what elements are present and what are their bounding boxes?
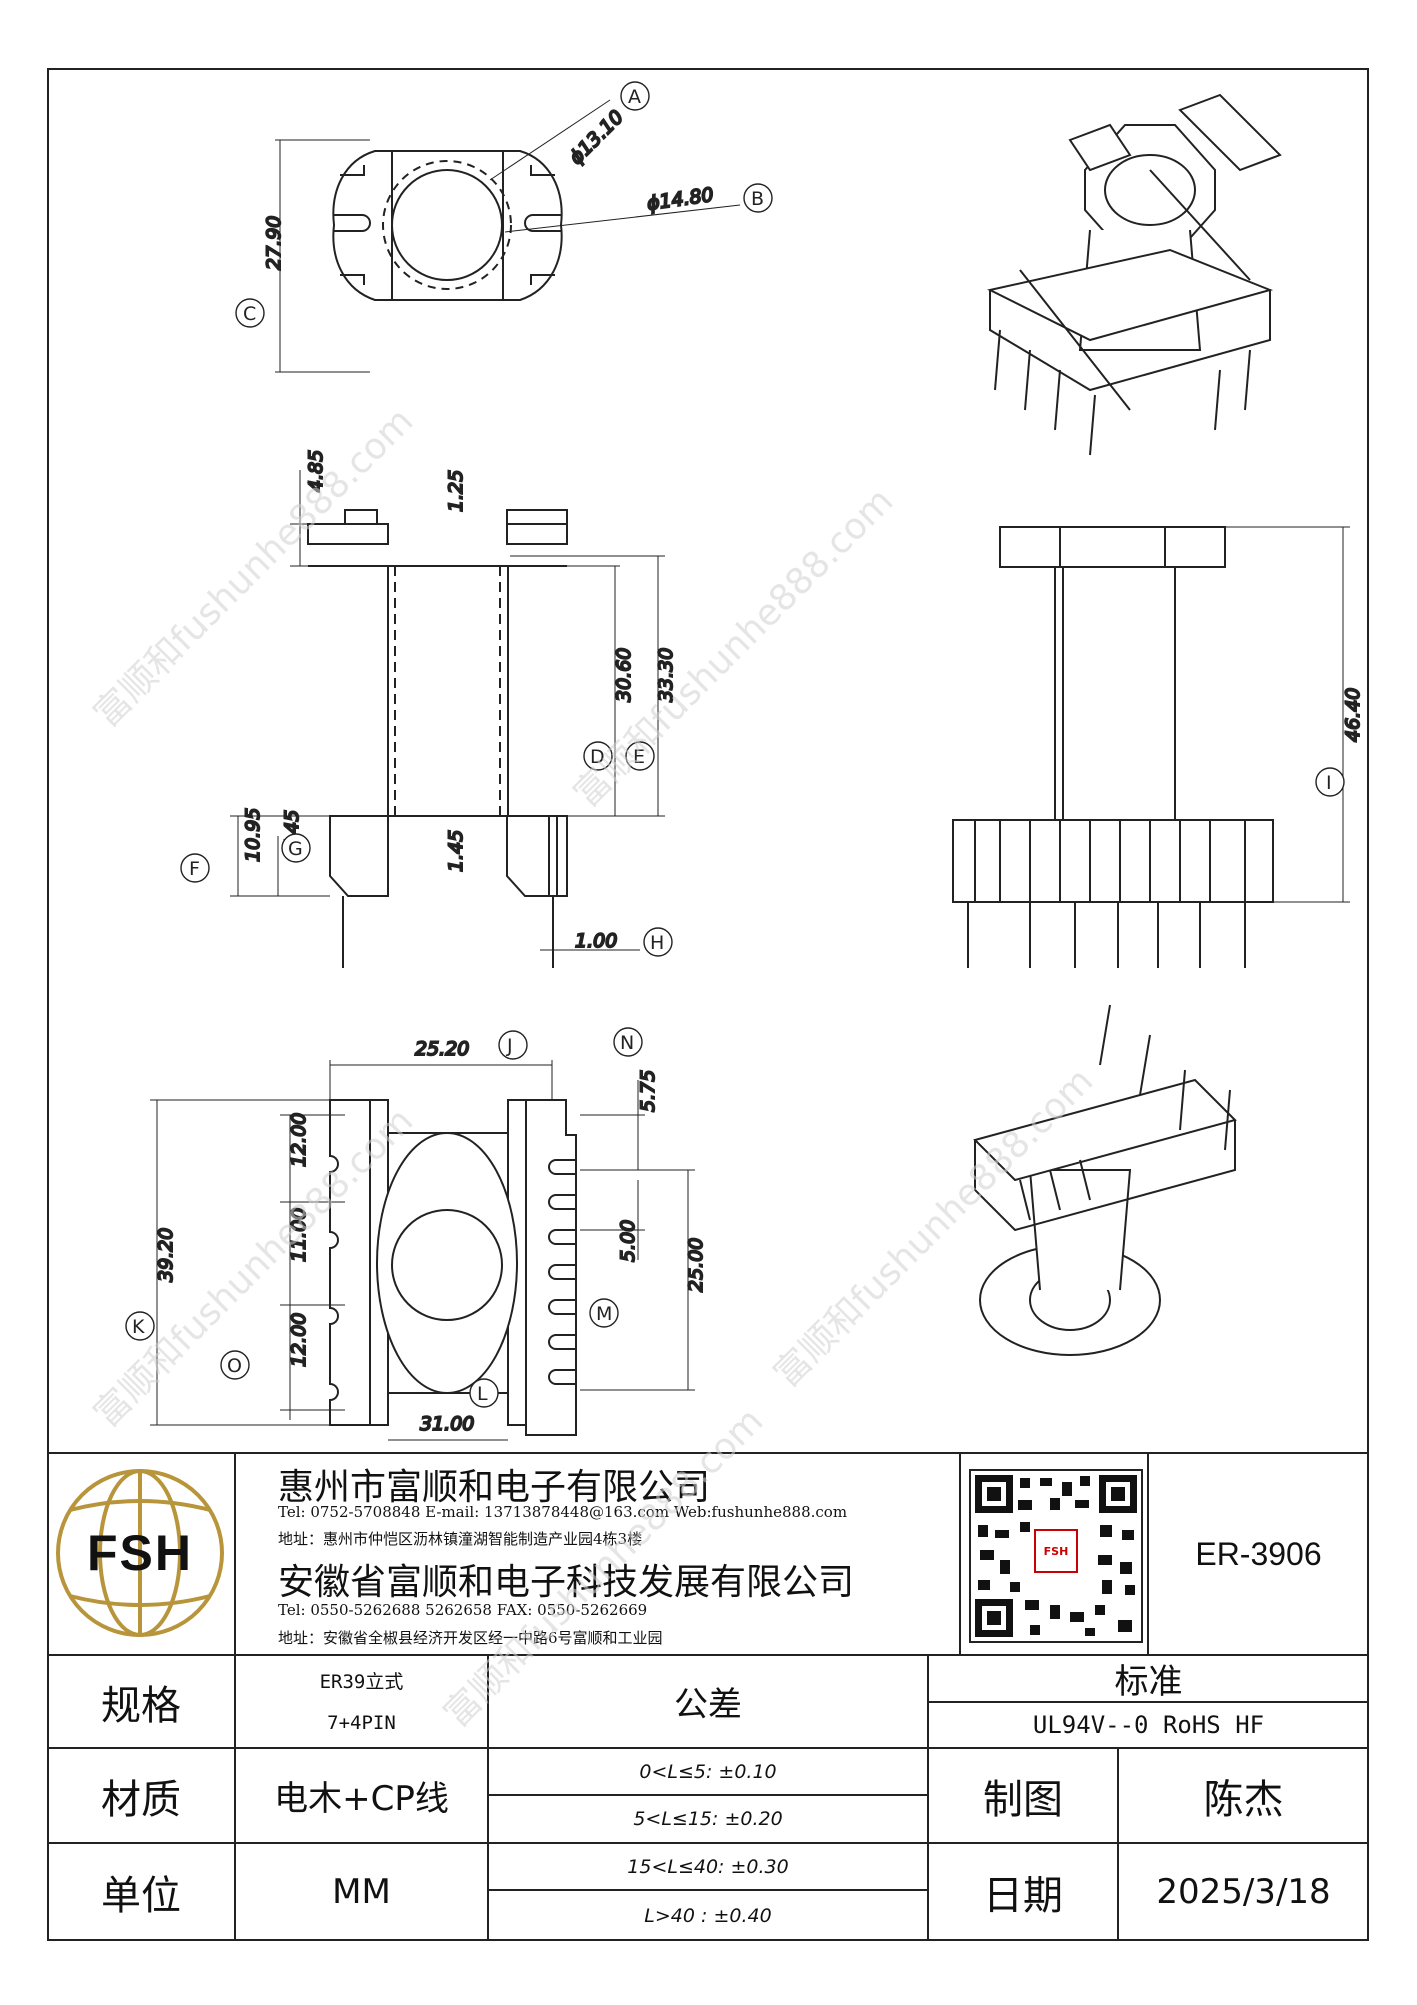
qr-code [969,1469,1143,1643]
tolerance-2: 5<L≤15: ±0.20 [633,1808,783,1830]
dim-inner: 30.60 [613,648,635,702]
label-h: H [650,932,664,954]
standard-value: UL94V--0 RoHS HF [1032,1711,1265,1739]
dim-pitch-c: 12.00 [288,1313,310,1367]
dim-pitch-575: 5.75 [637,1070,659,1112]
bottom-view [150,1060,695,1441]
label-g: G [288,838,303,860]
material-value: 电木+CP线 [274,1779,449,1819]
logo-globe [56,1469,224,1637]
label-k: K [132,1316,145,1338]
callout-labels: A B C D E F G H I J K L M N O [125,81,1345,1408]
technical-drawing: 27.90 ϕ13.10 ϕ14.80 [125,81,1365,1441]
dim-bottom-total: 31.00 [420,1413,474,1435]
dim-span: 25.00 [685,1238,707,1292]
unit-label: 单位 [101,1873,181,1919]
drawing-frame [47,68,1369,1941]
dim-outer: 33.30 [655,648,677,702]
label-c: C [243,303,256,325]
dim-flange: 4.85 [305,450,327,492]
dim-side-height: 46.40 [1342,688,1364,742]
side-view [952,526,1350,968]
label-d: D [590,746,605,768]
tolerance-4: L>40 : ±0.40 [644,1904,772,1927]
qr-logo-text: FSH [1043,1544,1069,1558]
dim-pitch-b: 11.00 [288,1208,310,1262]
label-f: F [189,858,200,880]
address-line-2: 地址：安徽省全椒县经济开发区经一中路6号富顺和工业园 [278,1629,663,1647]
drawer-label: 制图 [983,1776,1063,1823]
address-line-1: 地址：惠州市仲恺区沥林镇潼湖智能制造产业园4栋3楼 [278,1530,643,1548]
contact-line-1: Tel: 0752-5708848 E-mail: 13713878448@16… [278,1503,848,1521]
unit-value: MM [332,1872,391,1912]
spec-value-2: 7+4PIN [327,1712,396,1734]
label-i: I [1326,772,1332,794]
drawer-value: 陈杰 [1203,1776,1284,1823]
material-label: 材质 [101,1776,181,1823]
dim-bottom-width: 25.20 [415,1038,469,1060]
label-a: A [628,86,641,108]
label-o: O [227,1355,242,1377]
dim-bottom-depth: 39.20 [155,1228,177,1282]
spec-value-1: ER39立式 [319,1670,404,1693]
iso-view-bottom [973,1004,1237,1356]
standard-label: 标准 [1114,1662,1183,1702]
front-view [230,470,665,968]
dim-pitch-a: 12.00 [288,1113,310,1167]
top-view [275,99,741,373]
label-l: L [477,1383,488,1405]
dim-gap: 1.45 [445,830,467,872]
tolerance-label: 公差 [674,1685,742,1725]
iso-view-top [987,93,1282,456]
label-m: M [596,1303,612,1325]
part-number: ER-3906 [1195,1535,1322,1572]
company-name-1: 惠州市富顺和电子有限公司 [278,1467,711,1508]
label-j: J [506,1035,513,1057]
dim-wall: 1.25 [445,470,467,512]
spec-label: 规格 [101,1682,181,1729]
dim-pitch-5: 5.00 [617,1220,639,1262]
contact-line-2: Tel: 0550-5262688 5262658 FAX: 0550-5262… [278,1601,648,1619]
label-b: B [751,188,764,210]
label-n: N [620,1032,634,1054]
label-e: E [633,746,645,768]
date-value: 2025/3/18 [1156,1872,1331,1912]
dim-top-height: 27.90 [263,216,285,270]
date-label: 日期 [983,1873,1063,1919]
company-name-2: 安徽省富顺和电子科技发展有限公司 [278,1562,855,1603]
tolerance-1: 0<L≤5: ±0.10 [639,1760,777,1783]
logo-text: FSH [87,1525,193,1581]
dim-pin: 1.00 [575,930,617,952]
dim-base: 10.95 [242,808,264,862]
tolerance-3: 15<L≤40: ±0.30 [627,1855,789,1878]
